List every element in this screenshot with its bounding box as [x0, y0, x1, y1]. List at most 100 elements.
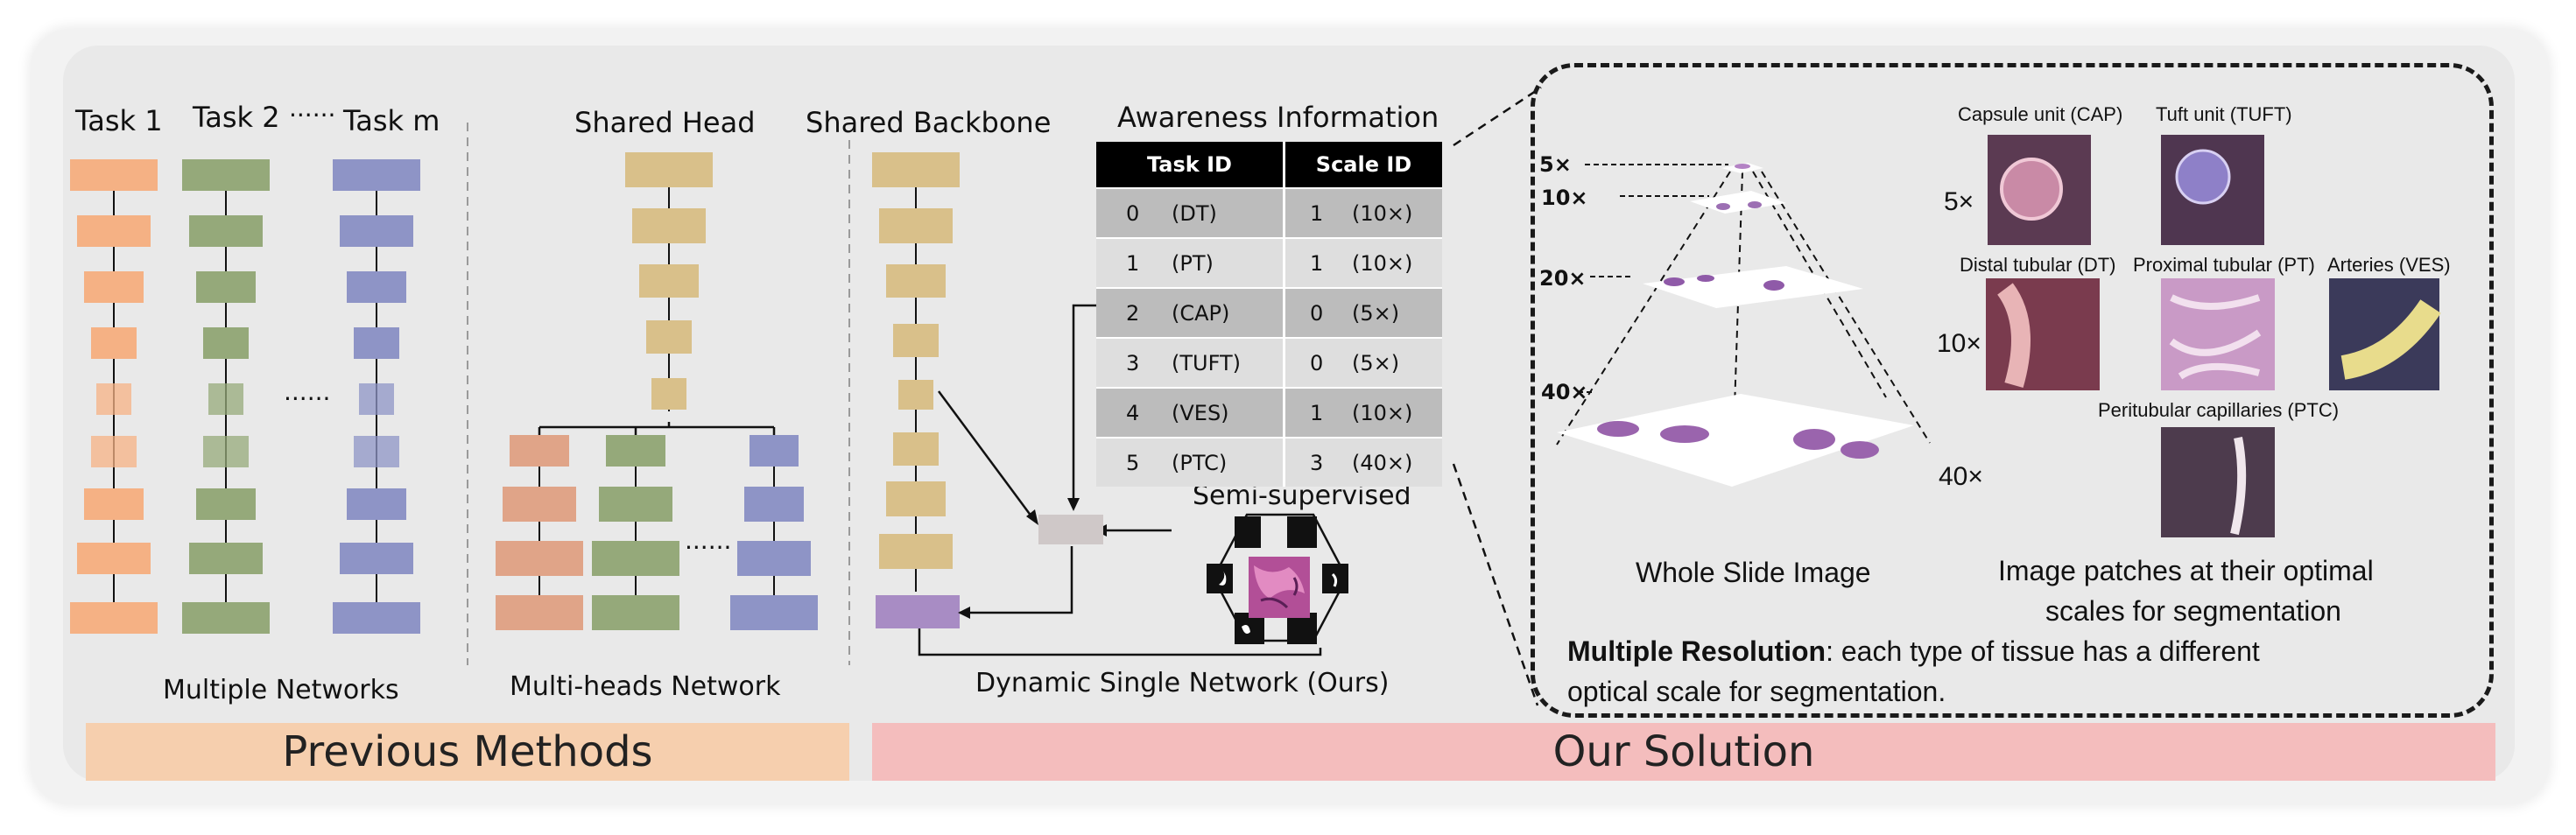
scale-cell: 0 (5×) — [1283, 287, 1442, 338]
ves-label: Arteries (VES) — [2327, 254, 2451, 276]
task-id: 4 — [1126, 400, 1140, 425]
head-2-block — [606, 435, 665, 467]
scale-name: (40×) — [1352, 450, 1413, 475]
scale-id: 0 — [1310, 300, 1324, 326]
taskm-network-block — [347, 488, 406, 520]
task1-network-block — [70, 602, 158, 634]
taskm-network-block — [359, 383, 394, 415]
task2-network-block — [203, 327, 249, 359]
shared-head-block — [651, 378, 686, 410]
dt-label: Distal tubular (DT) — [1960, 254, 2116, 276]
head-3-block — [750, 435, 799, 467]
shared-backbone-label: Shared Backbone — [806, 106, 1052, 139]
task-name: (PTC) — [1172, 450, 1228, 475]
task2-label: Task 2 — [193, 101, 280, 134]
patches-caption-1: Image patches at their optimal — [1998, 555, 2374, 586]
task-cell: 3(TUFT) — [1096, 337, 1284, 388]
scale-id: 3 — [1310, 450, 1324, 475]
backbone-output-block — [876, 595, 960, 628]
cap-label: Capsule unit (CAP) — [1958, 103, 2123, 125]
head-1-block — [496, 541, 583, 576]
table-row: 0 (DT) 1(10×) — [1096, 187, 1442, 238]
zoom-panel — [1531, 63, 2494, 718]
scale-name: (5×) — [1352, 350, 1400, 375]
shared-backbone-block — [879, 534, 953, 569]
row-10x-label: 10× — [1937, 329, 1981, 358]
head-2-block — [592, 541, 679, 576]
awareness-label: Awareness Information — [1117, 101, 1439, 134]
pyramid-5x: 5× — [1539, 152, 1572, 177]
output-arrow — [960, 546, 1073, 614]
taskm-label: Task m — [343, 104, 440, 137]
semi-supervised-hexagon — [1207, 513, 1348, 644]
task2-network-block — [208, 383, 243, 415]
tasks-ellipsis: ······ — [284, 384, 331, 413]
table-row: 3(TUFT) 0 (5×) — [1096, 337, 1442, 388]
awareness-table: Task ID Scale ID 0(DT)1(10×)1(PT)1(10×)2… — [1096, 142, 1442, 487]
scale-id: 1 — [1310, 250, 1324, 276]
shared-backbone-block — [879, 208, 953, 243]
taskm-network-block — [347, 271, 406, 303]
task-name: (TUFT) — [1172, 350, 1241, 375]
head-1-block — [510, 435, 569, 467]
shared-backbone-block — [886, 481, 946, 516]
taskm-network-block — [333, 159, 420, 191]
awareness-arrow — [1072, 304, 1105, 501]
taskm-network-block — [340, 543, 413, 574]
semi-supervised-label: Semi-supervised — [1193, 481, 1411, 511]
task-name: (CAP) — [1172, 300, 1230, 326]
task-id: 0 — [1126, 200, 1140, 226]
scale-cell: 3 (40×) — [1283, 437, 1442, 487]
network-stacks — [70, 152, 960, 634]
task-name: (DT) — [1172, 200, 1217, 226]
scale-cell: 0 (5×) — [1283, 337, 1442, 388]
scale-name: (10×) — [1352, 400, 1413, 425]
scale-cell: 1(10×) — [1283, 187, 1442, 238]
head-2-block — [599, 487, 672, 522]
loop-line — [918, 628, 1322, 656]
taskm-network-block — [354, 436, 399, 467]
shared-backbone-block — [893, 324, 939, 357]
shared-head-block — [639, 264, 699, 298]
task2-network-block — [196, 488, 256, 520]
patches-caption-2: scales for segmentation — [2045, 595, 2341, 627]
task-name: (PT) — [1172, 250, 1214, 276]
shared-backbone-block — [893, 432, 939, 466]
row-5x-label: 5× — [1944, 187, 1974, 216]
tuft-label: Tuft unit (TUFT) — [2156, 103, 2292, 125]
task-id: 5 — [1126, 450, 1140, 475]
shared-backbone-block — [886, 264, 946, 298]
head-3-block — [730, 595, 818, 630]
shared-head-block — [646, 320, 692, 354]
multiple-networks-caption: Multiple Networks — [163, 675, 399, 705]
pyramid-40x: 40× — [1541, 380, 1588, 404]
scale-id: 0 — [1310, 350, 1324, 375]
task-cell: 1(PT) — [1096, 237, 1284, 288]
task-id: 2 — [1126, 300, 1140, 326]
head-1-block — [503, 487, 576, 522]
multiple-resolution-note: Multiple Resolution: each type of tissue… — [1567, 637, 2260, 665]
mr-bold: Multiple Resolution — [1567, 635, 1826, 667]
task1-network-block — [91, 436, 137, 467]
pyramid-10x: 10× — [1541, 186, 1588, 210]
shared-backbone-block — [898, 380, 933, 410]
shared-head-block — [632, 208, 706, 243]
tissue-patches — [1986, 135, 2441, 537]
ptc-label: Peritubular capillaries (PTC) — [2098, 399, 2340, 421]
task-name: (VES) — [1172, 400, 1229, 425]
scale-name: (10×) — [1352, 200, 1413, 226]
taskm-network-block — [340, 215, 413, 247]
shared-backbone-block — [872, 152, 960, 187]
table-row: 5 (PTC) 3 (40×) — [1096, 437, 1442, 487]
heads-ellipsis: ······ — [685, 533, 732, 562]
scale-name: (5×) — [1352, 300, 1400, 326]
our-solution-band: Our Solution — [872, 723, 2495, 781]
task2-network-block — [196, 271, 256, 303]
taskm-network-block — [354, 327, 399, 359]
task-cell: 2 (CAP) — [1096, 287, 1284, 338]
head-2-block — [592, 595, 679, 630]
multi-heads-caption: Multi-heads Network — [510, 671, 781, 702]
shared-head-label: Shared Head — [574, 106, 756, 139]
scale-name: (10×) — [1352, 250, 1413, 276]
